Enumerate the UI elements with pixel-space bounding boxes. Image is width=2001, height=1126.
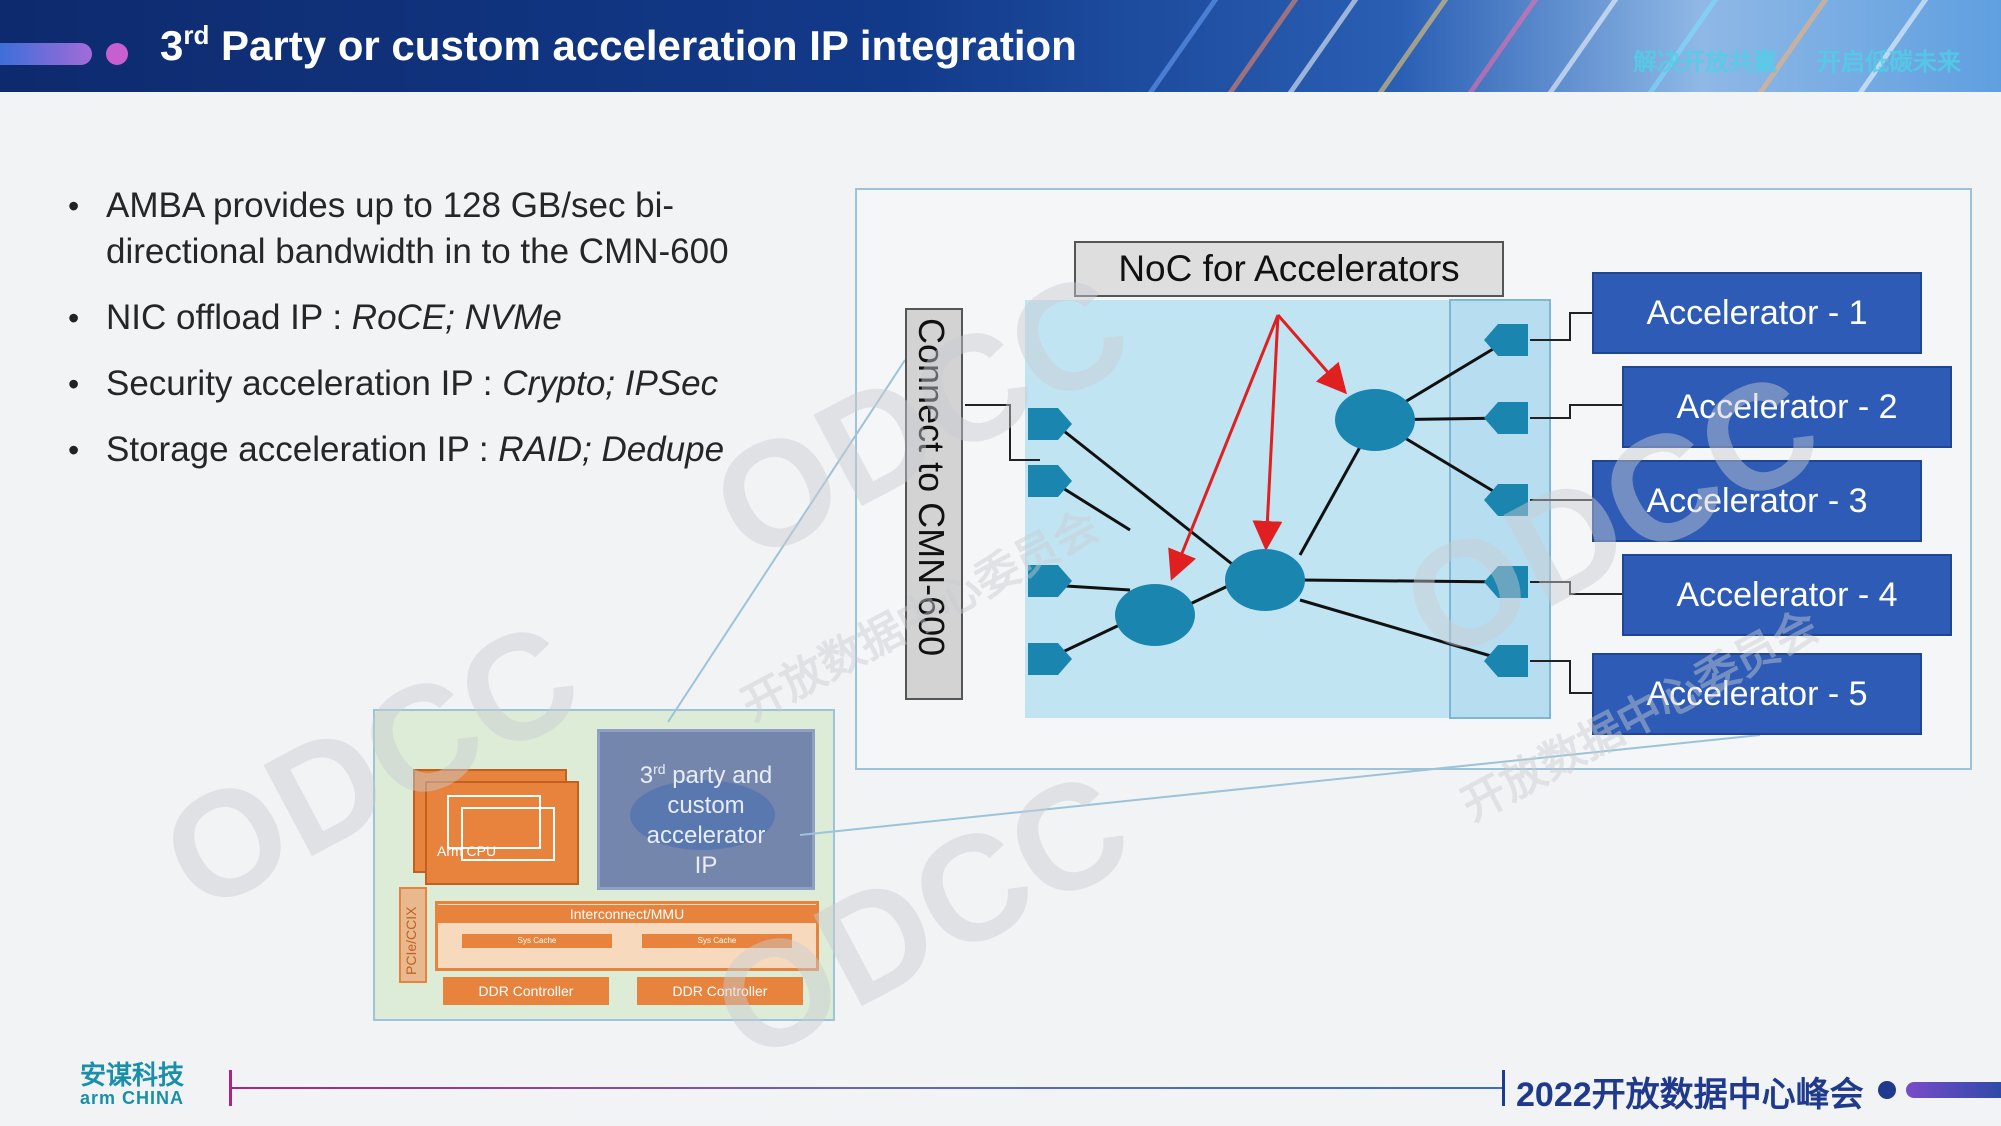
- zoom-connector-line: [799, 734, 1761, 836]
- bullet-italic: Crypto; IPSec: [502, 364, 719, 403]
- footer-summit-title: 2022开放数据中心峰会: [1516, 1076, 1864, 1114]
- accelerator-1: Accelerator - 1: [1592, 272, 1922, 354]
- zoom-connector-line: [667, 359, 906, 723]
- cpu-core-outline: [461, 807, 555, 861]
- accelerator-ports: [1484, 324, 1528, 677]
- accelerator-links: [965, 312, 1622, 694]
- ip-highlight-oval: [630, 780, 775, 850]
- ip-prefix: 3: [639, 762, 654, 789]
- footer-line: [232, 1087, 1502, 1089]
- cmn-600-block: Connect to CMN-600: [905, 308, 963, 700]
- ip-line4: IP: [694, 852, 718, 879]
- header-motto: 解决开放共赢 开启低碳未来: [1633, 42, 1961, 77]
- noc-fabric-area: [1025, 300, 1450, 718]
- ip-label-line: 3rd party and: [600, 754, 812, 791]
- pcie-block: PCIe/CCIX: [399, 887, 427, 983]
- title-accent-bar: [0, 43, 92, 65]
- port-icon: [1028, 565, 1072, 597]
- interconnect-block: Interconnect/MMU Sys Cache Sys Cache: [435, 901, 819, 971]
- traffic-arrows: [1168, 314, 1347, 581]
- footer-logo-en: arm CHINA: [80, 1088, 185, 1108]
- soc-block-diagram: Arm CPU 3rd party and custom accelerator…: [373, 709, 835, 1021]
- switch-nodes: [1115, 389, 1415, 646]
- sys-cache-bar: Sys Cache: [462, 934, 612, 948]
- title-superscript: rd: [183, 20, 210, 50]
- port-icon: [1028, 408, 1072, 440]
- port-icon: [1028, 465, 1072, 497]
- header-banner: 3rd Party or custom acceleration IP inte…: [0, 0, 2001, 92]
- ddr-controller-1: DDR Controller: [443, 977, 609, 1005]
- slide-title: 3rd Party or custom acceleration IP inte…: [160, 20, 1077, 70]
- cpu-label: Arm CPU: [437, 843, 497, 859]
- bullet-item: NIC offload IP : RoCE; NVMe: [68, 295, 828, 341]
- bullet-item: Security acceleration IP : Crypto; IPSec: [68, 361, 828, 407]
- motto-left: 解决开放共赢: [1633, 49, 1777, 76]
- bullet-text: Security acceleration IP :: [106, 364, 503, 403]
- ip-line3: accelerator: [646, 822, 766, 849]
- sys-cache-label: Sys Cache: [697, 936, 737, 945]
- cpu-core-outline: [447, 795, 541, 849]
- title-text: Party or custom acceleration IP integrat…: [209, 22, 1077, 69]
- cmn-ports: [1028, 408, 1072, 675]
- sys-cache-label: Sys Cache: [517, 936, 557, 945]
- port-icon: [1484, 402, 1528, 434]
- noc-title: NoC for Accelerators: [1074, 241, 1504, 297]
- switch-node-icon: [1335, 389, 1415, 451]
- noc-links: [1049, 338, 1509, 663]
- accelerator-3: Accelerator - 3: [1592, 460, 1922, 542]
- bullet-italic: RoCE; NVMe: [351, 298, 562, 337]
- ip-label: 3rd party and custom accelerator IP: [600, 754, 812, 881]
- bullet-text: NIC offload IP :: [106, 298, 352, 337]
- footer-separator: [229, 1070, 232, 1106]
- switch-node-icon: [1115, 584, 1195, 646]
- ip-superscript: rd: [653, 761, 666, 777]
- footer-dot: [1878, 1081, 1896, 1099]
- accelerator-ip-block: 3rd party and custom accelerator IP: [597, 729, 815, 890]
- accelerator-5: Accelerator - 5: [1592, 653, 1922, 735]
- motto-right: 开启低碳未来: [1817, 49, 1961, 76]
- cpu-core-front: [425, 781, 579, 885]
- title-prefix: 3: [160, 22, 184, 69]
- sys-cache-bar: Sys Cache: [642, 934, 792, 948]
- ddr-controller-2: DDR Controller: [637, 977, 803, 1005]
- bullet-italic: RAID; Dedupe: [498, 430, 725, 469]
- title-accent-dot: [106, 43, 128, 65]
- footer-separator: [1502, 1070, 1505, 1106]
- cmn-600-label: Connect to CMN-600: [911, 318, 952, 657]
- footer-accent-bar: [1906, 1082, 2001, 1098]
- accelerator-2: Accelerator - 2: [1622, 366, 1952, 448]
- port-icon: [1484, 566, 1528, 598]
- footer-logo-cn: 安谋科技: [80, 1060, 185, 1090]
- port-icon: [1484, 645, 1528, 677]
- port-icon: [1484, 484, 1528, 516]
- port-icon: [1484, 324, 1528, 356]
- bullet-text: AMBA provides up to 128 GB/sec bi-direct…: [106, 186, 729, 271]
- bullet-item: AMBA provides up to 128 GB/sec bi-direct…: [68, 183, 828, 275]
- ip-line2: custom: [667, 792, 745, 819]
- bullet-item: Storage acceleration IP : RAID; Dedupe: [68, 427, 828, 473]
- ip-line1: party and: [665, 762, 773, 789]
- bullet-list: AMBA provides up to 128 GB/sec bi-direct…: [68, 183, 828, 493]
- switch-node-icon: [1225, 549, 1305, 611]
- interconnect-label: Interconnect/MMU: [438, 905, 816, 923]
- port-icon: [1028, 643, 1072, 675]
- accelerator-4: Accelerator - 4: [1622, 554, 1952, 636]
- bullet-text: Storage acceleration IP :: [106, 430, 499, 469]
